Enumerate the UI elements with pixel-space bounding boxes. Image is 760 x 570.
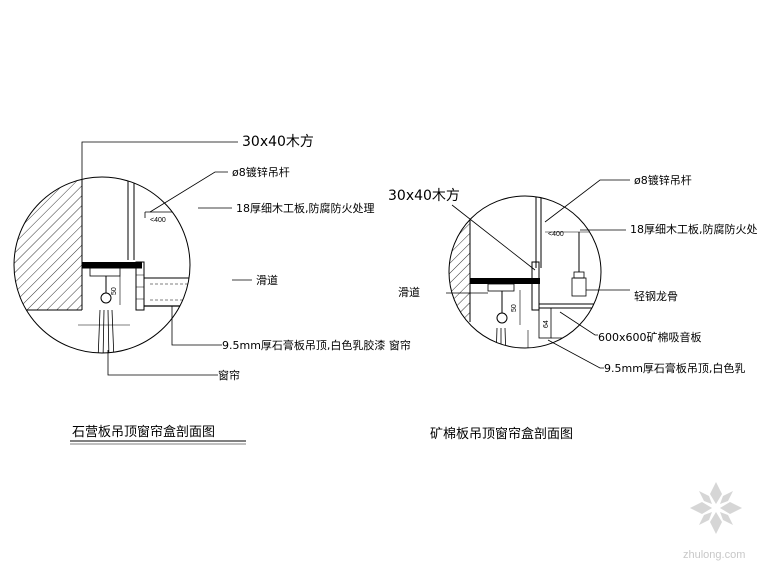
right-leader-top bbox=[451, 204, 536, 271]
right-leader-mineral bbox=[559, 311, 598, 336]
left-dim-400: <400 bbox=[150, 217, 166, 224]
right-wall-hatch bbox=[449, 196, 470, 320]
left-leader-gypsum bbox=[171, 306, 222, 346]
left-callout-top: 30x40木方 bbox=[242, 134, 314, 150]
left-leader-curtain bbox=[107, 350, 218, 376]
right-leader-rod bbox=[544, 179, 630, 223]
right-detail-title: 矿棉板吊顶窗帘盒剖面图 bbox=[430, 426, 573, 442]
left-dim-50: 50 bbox=[111, 287, 118, 295]
right-callout-top: 30x40木方 bbox=[388, 188, 460, 204]
left-section-detail: 50 <400 30x40木方 ø8镀锌吊杆 18厚细木工板,防腐防火处理 滑道… bbox=[13, 134, 411, 445]
right-section-detail: 50 64 <400 30x40木方 ø8镀锌吊杆 18厚细木工板,防腐防火处 … bbox=[388, 173, 758, 442]
left-callout-rod: ø8镀锌吊杆 bbox=[232, 165, 290, 179]
watermark: zhulong.com bbox=[683, 482, 745, 561]
watermark-text: zhulong.com bbox=[683, 549, 745, 561]
left-callout-curtain: 窗帘 bbox=[218, 368, 240, 382]
left-detail-title: 石营板吊顶窗帘盒剖面图 bbox=[72, 424, 215, 440]
left-callout-board: 18厚细木工板,防腐防火处理 bbox=[236, 201, 375, 215]
right-dim-64: 64 bbox=[543, 320, 550, 328]
left-leader-top bbox=[81, 141, 238, 262]
watermark-logo-icon bbox=[690, 482, 742, 534]
left-leader-rod bbox=[149, 171, 228, 213]
right-dim-50: 50 bbox=[511, 304, 518, 312]
left-callout-gypsum: 9.5mm厚石膏板吊顶,白色乳胶漆 窗帘 bbox=[222, 338, 411, 352]
right-callout-gypsum: 9.5mm厚石膏板吊顶,白色乳 bbox=[604, 361, 745, 375]
right-callout-track: 滑道 bbox=[398, 285, 420, 299]
right-callout-board: 18厚细木工板,防腐防火处 bbox=[630, 222, 758, 236]
left-callout-track: 滑道 bbox=[256, 273, 278, 287]
right-dim-400: <400 bbox=[548, 231, 564, 238]
right-callout-keel: 轻钢龙骨 bbox=[634, 289, 678, 303]
right-callout-mineral: 600x600矿棉吸音板 bbox=[598, 330, 702, 344]
right-leader-gypsum bbox=[547, 339, 604, 369]
right-callout-rod: ø8镀锌吊杆 bbox=[634, 173, 692, 187]
